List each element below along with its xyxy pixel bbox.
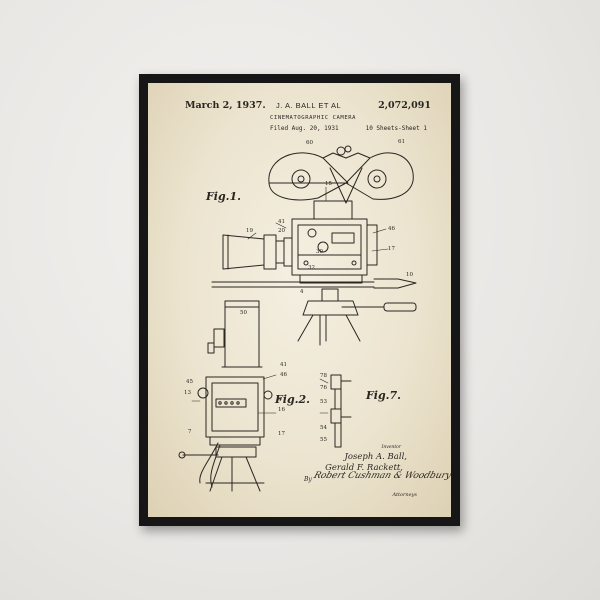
svg-text:55: 55 <box>320 437 327 443</box>
svg-text:4: 4 <box>278 397 282 403</box>
svg-text:76: 76 <box>320 385 327 391</box>
svg-text:16: 16 <box>278 407 285 413</box>
film-magazine <box>268 145 414 204</box>
fig7-label: Fig.7. <box>366 389 401 402</box>
leader-lines <box>191 186 389 414</box>
part-numbers: 60 61 15 19 41 20 46 17 10 30 32 4 50 41… <box>184 139 413 443</box>
patent-number: 2,072,091 <box>378 100 431 111</box>
patent-drawing: 60 61 15 19 41 20 46 17 10 30 32 4 50 41… <box>178 139 417 492</box>
patent-filed-date: Filed Aug. 20, 1931 <box>270 125 339 132</box>
svg-text:7: 7 <box>188 429 192 435</box>
svg-text:53: 53 <box>320 399 327 405</box>
svg-text:32: 32 <box>308 265 315 271</box>
fig7-detail <box>330 374 352 448</box>
svg-text:45: 45 <box>186 379 193 385</box>
fig1-label: Fig.1. <box>206 190 241 203</box>
svg-text:41: 41 <box>278 219 285 225</box>
svg-text:17: 17 <box>278 431 285 437</box>
inventor-signature-ball: Joseph A. Ball, <box>344 452 407 462</box>
svg-text:46: 46 <box>280 372 287 378</box>
patent-date: March 2, 1937. <box>185 100 266 111</box>
svg-text:50: 50 <box>240 310 247 316</box>
svg-text:15: 15 <box>325 181 332 187</box>
camera-lens <box>222 234 293 270</box>
patent-title: CINEMATOGRAPHIC CAMERA <box>270 115 357 121</box>
patent-paper: March 2, 1937. J. A. BALL ET AL 2,072,09… <box>148 83 451 517</box>
svg-text:78: 78 <box>320 373 327 379</box>
patent-inventor: J. A. BALL ET AL <box>276 101 342 110</box>
attorney-signature: Robert Cushman & Woodbury <box>312 471 451 481</box>
svg-text:30: 30 <box>316 249 323 255</box>
svg-text:20: 20 <box>278 228 285 234</box>
svg-text:10: 10 <box>406 272 413 278</box>
svg-text:46: 46 <box>388 226 395 232</box>
svg-text:17: 17 <box>388 246 395 252</box>
svg-text:54: 54 <box>320 425 327 431</box>
svg-text:60: 60 <box>306 140 313 146</box>
camera-base <box>211 274 417 346</box>
camera-body <box>291 200 378 276</box>
svg-text:61: 61 <box>398 139 405 145</box>
svg-text:41: 41 <box>280 362 287 368</box>
fig2-camera-side <box>178 300 273 492</box>
inventors-label: Inventor <box>381 445 401 450</box>
by-label: By <box>304 476 312 483</box>
svg-text:13: 13 <box>184 390 191 396</box>
svg-text:19: 19 <box>246 228 253 234</box>
patent-sheet-count: 10 Sheets-Sheet 1 <box>365 125 427 132</box>
poster-frame: March 2, 1937. J. A. BALL ET AL 2,072,09… <box>139 74 460 526</box>
svg-text:4: 4 <box>300 289 304 295</box>
fig2-label: Fig.2. <box>275 393 310 406</box>
inventor-signature-rackett: Gerald F. Rackett, <box>325 463 403 473</box>
attorneys-label: Attorneys <box>392 492 417 498</box>
